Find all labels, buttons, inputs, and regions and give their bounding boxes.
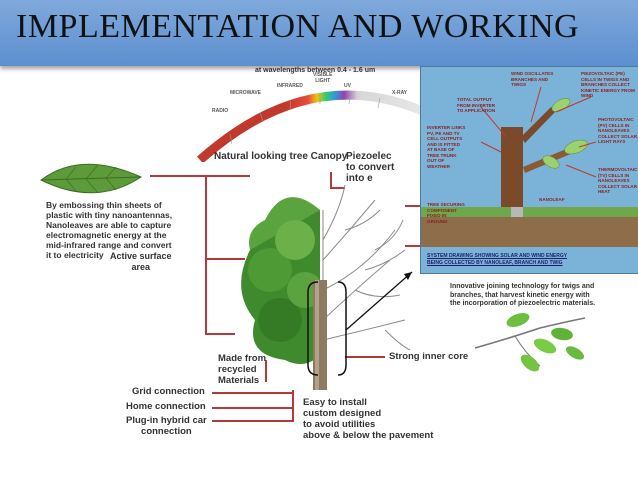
- plugin-connection-label: Plug-in hybrid car connection: [126, 415, 207, 437]
- joining-tech-label: Innovative joining technology for twigs …: [450, 283, 596, 307]
- callout-line: [205, 258, 245, 260]
- system-drawing-inset: WIND OSCILLATES BRANCHES AND TWIGS PIEZO…: [420, 66, 638, 274]
- band-xray: X-RAY: [392, 90, 408, 96]
- title-bar: IMPLEMENTATION AND WORKING: [0, 0, 638, 66]
- spectrum-heading: at wavelengths between 0.4 - 1.6 um: [255, 67, 376, 74]
- band-infrared: INFRARED: [277, 83, 303, 89]
- inset-output-label: TOTAL OUTPUT FROM INVERTER TO APPLICATIO…: [457, 97, 496, 113]
- canopy-label: Natural looking tree Canopy: [214, 151, 348, 162]
- install-label: Easy to install custom designed to avoid…: [303, 397, 434, 441]
- nanoleaves-description: By embossing thin sheets of plastic with…: [46, 200, 173, 260]
- band-microwave: MICROWAVE: [230, 90, 262, 96]
- callout-line: [212, 420, 292, 422]
- callout-line: [345, 356, 385, 358]
- inset-wind-label: WIND OSCILLATES BRANCHES AND TWIGS: [511, 71, 554, 87]
- twig-illustration: [474, 313, 586, 372]
- band-radio: RADIO: [212, 108, 229, 114]
- callout-line: [205, 175, 207, 335]
- slide-title: IMPLEMENTATION AND WORKING: [16, 8, 580, 45]
- active-surface-label: Active surface area: [110, 251, 172, 272]
- inset-caption: SYSTEM DRAWING SHOWING SOLAR AND WIND EN…: [427, 253, 568, 266]
- piezo-label: Piezoelec to convert into e: [346, 151, 395, 184]
- trunk-pointer: [307, 271, 413, 376]
- inset-nanoleaf-label: NANOLEAF: [539, 197, 565, 202]
- callout-line: [330, 172, 332, 188]
- inset-securing-label: TREE SECURING COMPONENT FIXED IN GROUND: [427, 202, 465, 224]
- callout-line: [292, 390, 294, 422]
- inset-inverter-label: INVERTER LINKS PV, PE AND TV CELL OUTPUT…: [427, 125, 466, 169]
- spectrum-arc: [197, 90, 427, 162]
- band-uv: UV: [344, 83, 351, 89]
- callout-line: [205, 175, 250, 177]
- tree-illustration: [241, 184, 411, 390]
- callout-line: [405, 205, 421, 207]
- callout-line: [212, 407, 292, 409]
- callout-line: [330, 187, 345, 189]
- inset-tv-label: THERMOVOLTAIC (TV) CELLS IN NANOLEAVES C…: [598, 167, 638, 194]
- callout-line: [150, 175, 207, 177]
- inset-pv-label: PHOTOVOLTAIC (PV) CELLS IN NANOLEAVES CO…: [598, 117, 638, 144]
- callout-line: [212, 392, 292, 394]
- callout-line: [405, 245, 421, 247]
- inset-piezo-label: PIEZOVOLTAIC (PE) CELLS IN TWIGS AND BRA…: [581, 71, 635, 98]
- grid-connection-label: Grid connection: [132, 386, 205, 397]
- inset-drawing: [421, 86, 638, 247]
- home-connection-label: Home connection: [126, 401, 206, 412]
- leaf-illustration: [40, 163, 143, 194]
- inner-core-label: Strong inner core: [389, 351, 469, 362]
- recycled-label: Made from recycled Materials: [218, 353, 267, 386]
- band-visible: VISIBLE LIGHT: [313, 72, 333, 84]
- callout-line: [205, 333, 235, 335]
- callout-line: [265, 360, 267, 382]
